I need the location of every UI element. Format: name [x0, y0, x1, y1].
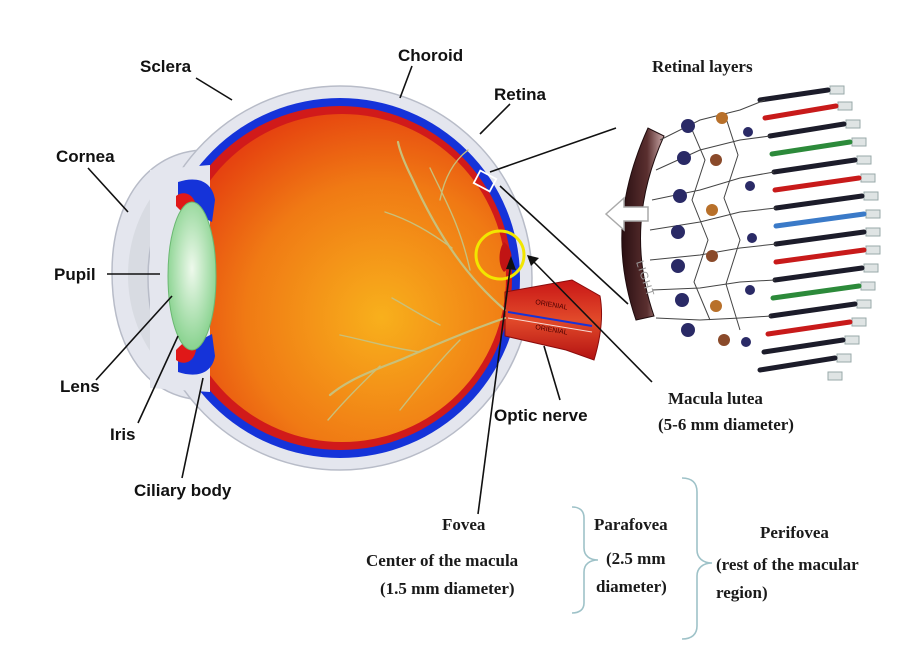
label-fovea-desc: Center of the macula	[366, 551, 519, 570]
brace-perifovea	[682, 478, 712, 639]
label-cornea: Cornea	[56, 147, 115, 166]
retinal-layers-inset: LIGHT	[606, 86, 880, 380]
label-perifovea-desc-2: region)	[716, 583, 768, 602]
label-retinal-layers: Retinal layers	[652, 57, 753, 76]
label-sclera: Sclera	[140, 57, 192, 76]
label-retina: Retina	[494, 85, 547, 104]
label-perifovea: Perifovea	[760, 523, 829, 542]
label-parafovea-size-1: (2.5 mm	[606, 549, 665, 568]
label-fovea: Fovea	[442, 515, 486, 534]
label-pupil: Pupil	[54, 265, 96, 284]
label-optic-nerve: Optic nerve	[494, 406, 588, 425]
label-choroid: Choroid	[398, 46, 463, 65]
lens	[168, 202, 216, 350]
label-parafovea-size-2: diameter)	[596, 577, 667, 596]
label-ciliary-body: Ciliary body	[134, 481, 232, 500]
label-perifovea-desc-1: (rest of the macular	[716, 555, 859, 574]
label-macula-lutea-size: (5-6 mm diameter)	[658, 415, 794, 434]
label-lens: Lens	[60, 377, 100, 396]
label-iris: Iris	[110, 425, 136, 444]
vitreous-body	[178, 114, 506, 442]
label-parafovea: Parafovea	[594, 515, 668, 534]
label-fovea-size: (1.5 mm diameter)	[380, 579, 515, 598]
label-macula-lutea: Macula lutea	[668, 389, 763, 408]
